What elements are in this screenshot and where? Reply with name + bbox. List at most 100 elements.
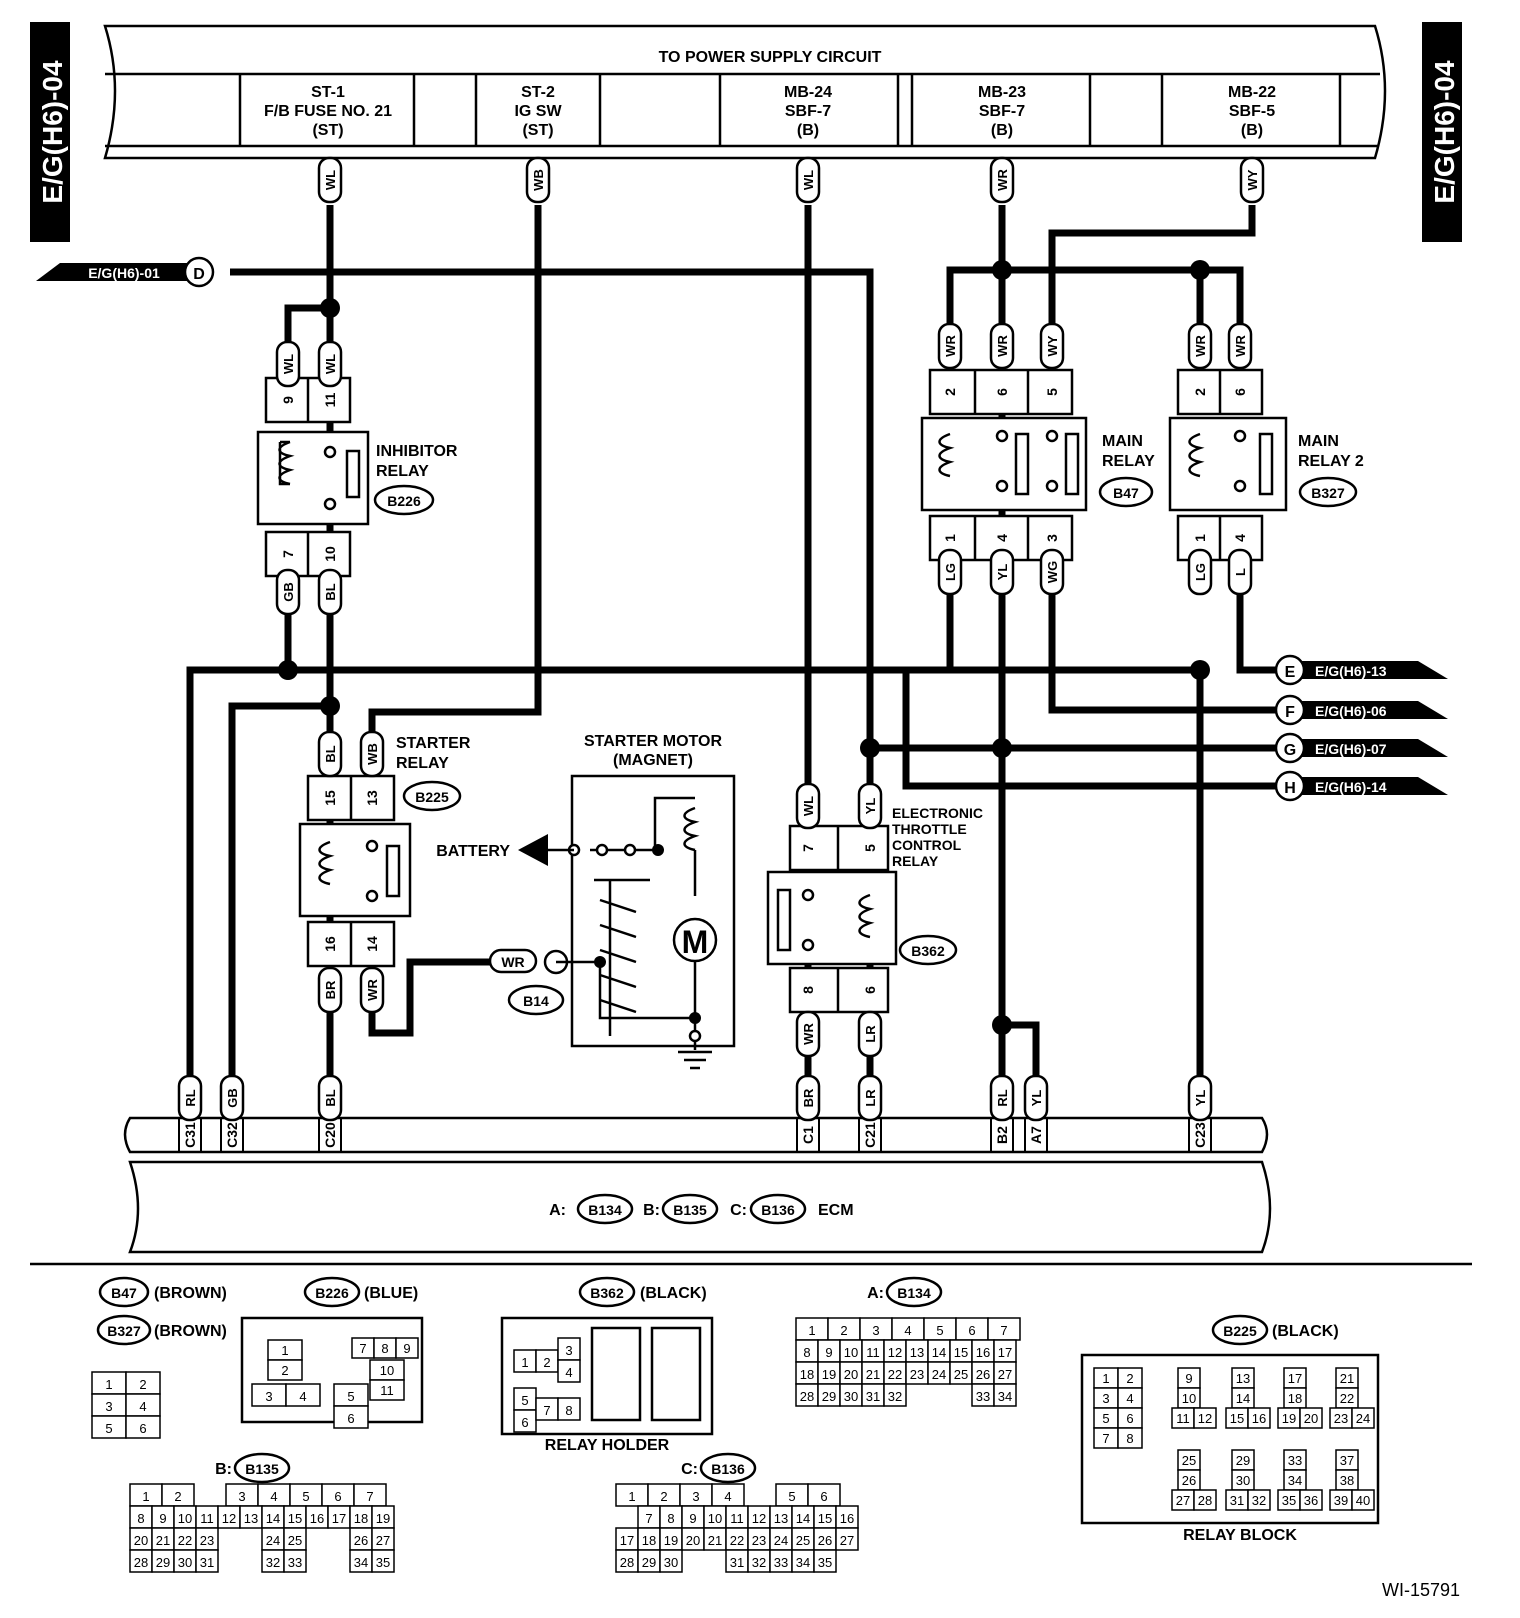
- svg-text:LG: LG: [1193, 563, 1208, 581]
- legend-grid-b226-d: 56: [333, 1383, 369, 1429]
- conn-oval-b226: B226: [373, 484, 435, 516]
- svg-text:17: 17: [332, 1511, 346, 1526]
- svg-text:25: 25: [1182, 1453, 1196, 1468]
- svg-text:(BLACK): (BLACK): [640, 1285, 707, 1302]
- conn-oval-b327: B327: [1298, 476, 1358, 508]
- header-title: TO POWER SUPPLY CIRCUIT: [659, 49, 882, 66]
- wire-tag: WL: [795, 156, 821, 204]
- svg-text:2: 2: [281, 1363, 288, 1378]
- svg-text:23: 23: [1334, 1411, 1348, 1426]
- svg-text:MB-24: MB-24: [784, 84, 832, 101]
- svg-text:WY: WY: [1045, 335, 1060, 356]
- ecm-pin-label: C23: [1192, 1122, 1208, 1148]
- source-st2: ST-2 IG SW (ST): [514, 84, 562, 139]
- svg-text:10: 10: [178, 1511, 192, 1526]
- svg-text:WR: WR: [1193, 335, 1208, 357]
- svg-text:29: 29: [1236, 1453, 1250, 1468]
- svg-text:4: 4: [1126, 1391, 1133, 1406]
- svg-text:WR: WR: [801, 1023, 816, 1045]
- svg-text:11: 11: [380, 1383, 394, 1398]
- legend-title-b135: B: B135: [215, 1452, 291, 1484]
- svg-text:B47: B47: [1113, 485, 1139, 501]
- svg-text:WY: WY: [1245, 169, 1260, 190]
- pin-label: 6: [994, 388, 1010, 396]
- legend-caption-relay-holder: RELAY HOLDER: [545, 1437, 670, 1454]
- svg-text:23: 23: [752, 1533, 766, 1548]
- svg-text:31: 31: [200, 1555, 214, 1570]
- ecm-pin-label: A7: [1028, 1126, 1044, 1144]
- legend-title-b327: B327 (BROWN): [96, 1314, 227, 1346]
- svg-text:WL: WL: [323, 170, 338, 190]
- wire-tag: BR: [795, 1074, 821, 1122]
- svg-text:2: 2: [840, 1323, 847, 1338]
- svg-text:WB: WB: [365, 743, 380, 765]
- svg-text:13: 13: [244, 1511, 258, 1526]
- main-relay-label: MAIN: [1102, 433, 1143, 450]
- svg-text:3: 3: [692, 1489, 699, 1504]
- svg-text:22: 22: [888, 1367, 902, 1382]
- svg-text:6: 6: [139, 1421, 146, 1436]
- svg-text:B:: B:: [215, 1461, 232, 1478]
- svg-text:GB: GB: [225, 1088, 240, 1108]
- svg-text:6: 6: [820, 1489, 827, 1504]
- wire-tag: WR: [989, 322, 1015, 370]
- legend-title-b362: B362 (BLACK): [578, 1276, 707, 1308]
- svg-text:E/G(H6)-01: E/G(H6)-01: [88, 265, 160, 281]
- svg-text:B14: B14: [523, 993, 549, 1009]
- svg-text:24: 24: [266, 1533, 280, 1548]
- svg-text:5: 5: [521, 1393, 528, 1408]
- off-page-ref-h: H E/G(H6)-14: [1274, 770, 1448, 802]
- legend-caption-relay-block: RELAY BLOCK: [1183, 1527, 1297, 1544]
- svg-text:B226: B226: [315, 1285, 349, 1301]
- svg-text:32: 32: [752, 1555, 766, 1570]
- svg-text:25: 25: [288, 1533, 302, 1548]
- pin-label: 5: [862, 844, 878, 852]
- svg-text:18: 18: [1288, 1391, 1302, 1406]
- svg-text:16: 16: [310, 1511, 324, 1526]
- svg-text:21: 21: [1340, 1371, 1354, 1386]
- pin-label: 6: [862, 986, 878, 994]
- svg-text:13: 13: [910, 1345, 924, 1360]
- svg-text:24: 24: [1356, 1411, 1370, 1426]
- svg-text:F: F: [1285, 704, 1295, 721]
- pin-label: 14: [364, 936, 380, 952]
- svg-text:10: 10: [708, 1511, 722, 1526]
- svg-text:7: 7: [645, 1511, 652, 1526]
- svg-text:15: 15: [954, 1345, 968, 1360]
- svg-text:WL: WL: [323, 354, 338, 374]
- svg-text:1: 1: [142, 1489, 149, 1504]
- svg-text:8: 8: [803, 1345, 810, 1360]
- svg-text:BR: BR: [323, 980, 338, 999]
- svg-text:1: 1: [628, 1489, 635, 1504]
- svg-text:4: 4: [139, 1399, 146, 1414]
- svg-text:E/G(H6)-14: E/G(H6)-14: [1315, 779, 1387, 795]
- right-side-tab: [1422, 22, 1462, 242]
- svg-text:YL: YL: [863, 798, 878, 815]
- wire-tag: WY: [1039, 322, 1065, 370]
- wire-tag-wr-b14: WR: [488, 948, 538, 974]
- svg-text:26: 26: [354, 1533, 368, 1548]
- svg-text:29: 29: [822, 1389, 836, 1404]
- svg-text:17: 17: [620, 1533, 634, 1548]
- svg-text:B327: B327: [107, 1323, 141, 1339]
- svg-text:30: 30: [1236, 1473, 1250, 1488]
- main-relay: [920, 368, 1088, 562]
- svg-text:9: 9: [1185, 1371, 1192, 1386]
- svg-text:BL: BL: [323, 1089, 338, 1106]
- svg-text:31: 31: [730, 1555, 744, 1570]
- left-side-tab-label: E/G(H6)-04: [37, 60, 68, 204]
- motor-symbol: M: [682, 924, 709, 960]
- pin-label: 6: [1232, 388, 1248, 396]
- legend-frame-b226: [240, 1316, 424, 1424]
- svg-text:BR: BR: [801, 1088, 816, 1107]
- svg-text:B362: B362: [590, 1285, 624, 1301]
- svg-text:5: 5: [347, 1389, 354, 1404]
